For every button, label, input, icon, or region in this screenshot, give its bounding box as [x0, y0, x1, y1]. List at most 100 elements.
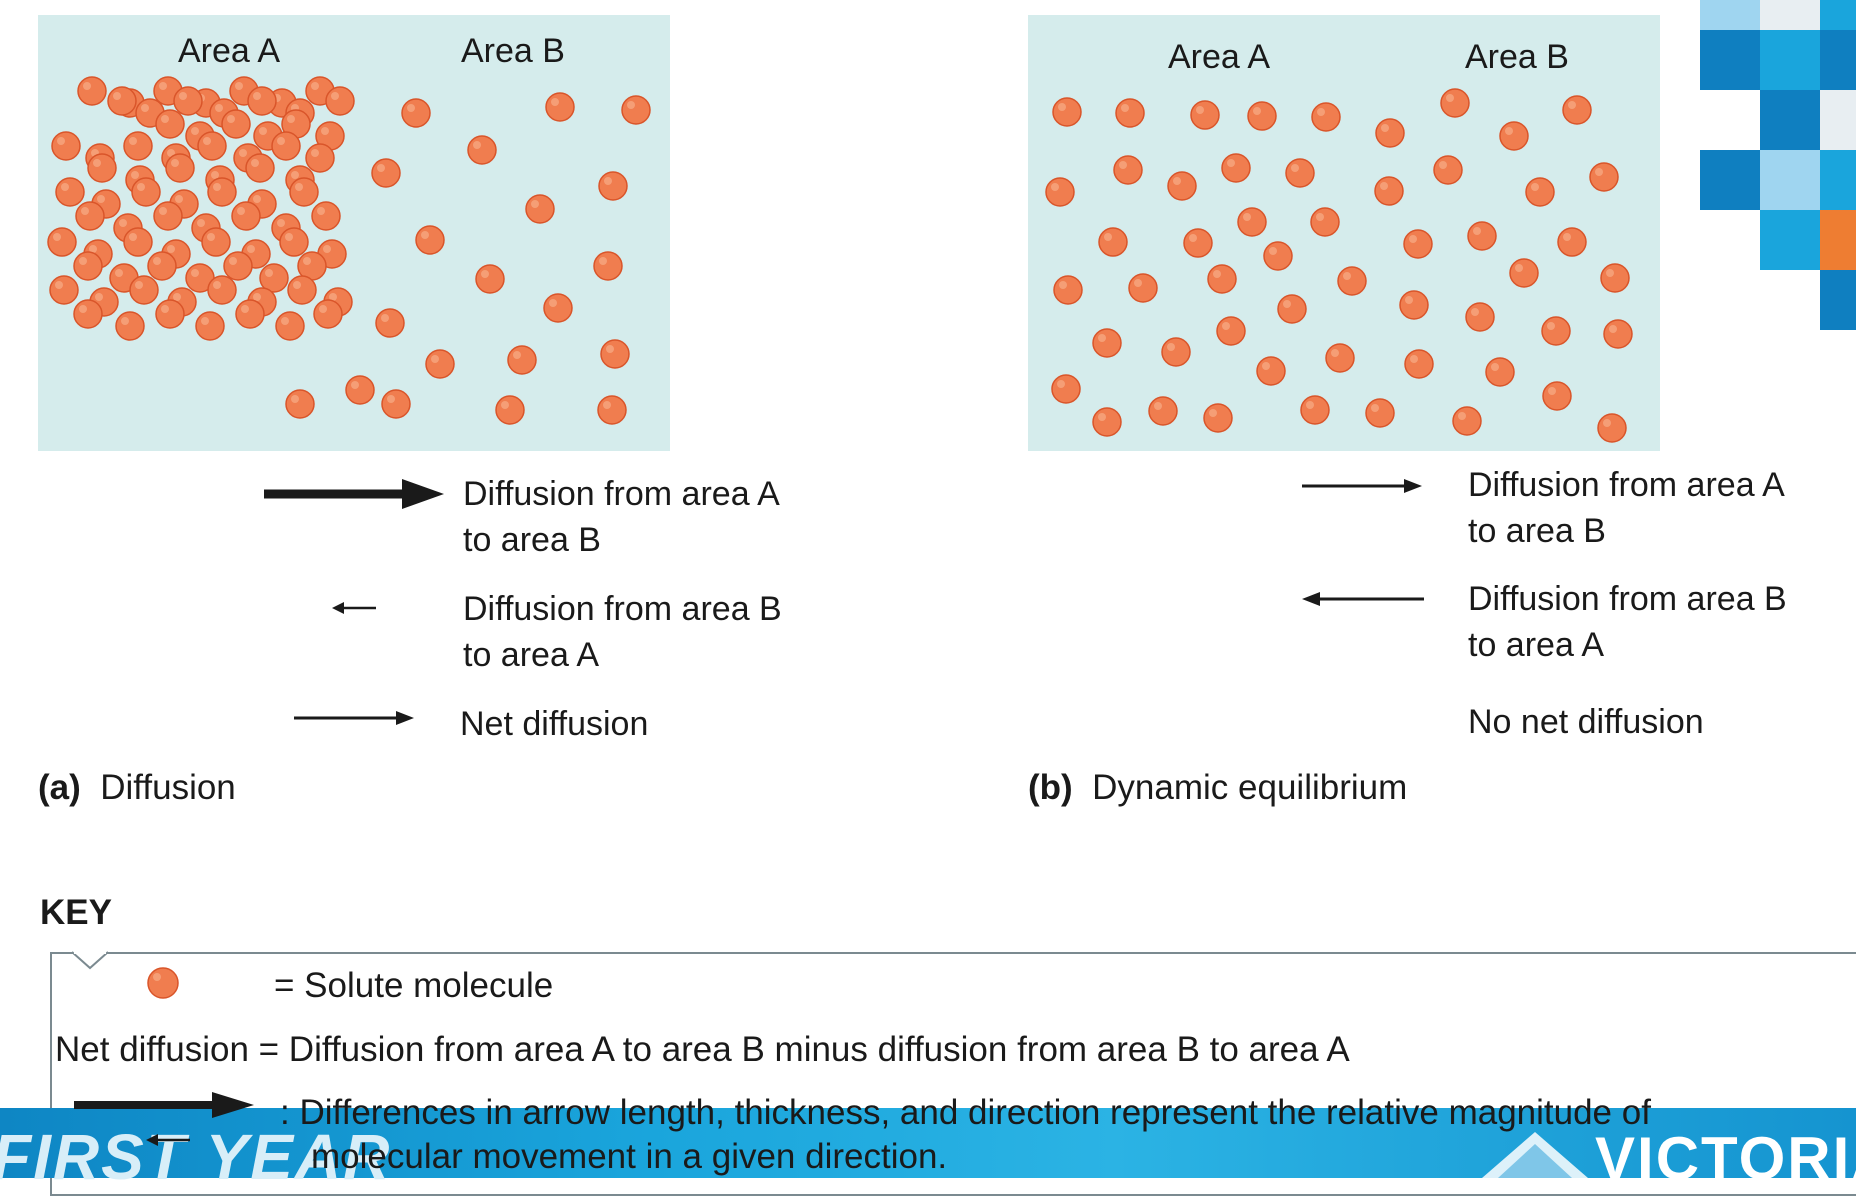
panel-b-legend-ab-line2: to area B: [1468, 512, 1606, 550]
solute-molecule: [107, 86, 137, 116]
solute-molecule: [247, 86, 277, 116]
solute-molecule: [201, 227, 231, 257]
solute-molecule: [415, 225, 445, 255]
solute-molecule: [621, 95, 651, 125]
solute-molecule: [1557, 227, 1587, 257]
solute-molecule: [287, 275, 317, 305]
solute-molecule: [1589, 162, 1619, 192]
solute-molecule: [275, 311, 305, 341]
arrow-net-diffusion: [294, 711, 414, 725]
panel-a-legend-ab-line2: to area B: [463, 521, 601, 559]
panel-a-caption: (a) Diffusion: [38, 768, 236, 808]
solute-molecule: [375, 308, 405, 338]
panel-a-caption-letter: (a): [38, 768, 81, 807]
solute-molecule: [1277, 294, 1307, 324]
solute-molecule: [1098, 227, 1128, 257]
solute-molecule: [1404, 349, 1434, 379]
panel-a-area-b-label: Area B: [461, 32, 565, 70]
key-box-notch: [71, 950, 109, 970]
panel-b-area-b-label: Area B: [1465, 38, 1569, 76]
solute-molecule: [1190, 100, 1220, 130]
solute-molecule: [1542, 381, 1572, 411]
solute-molecule: [129, 275, 159, 305]
panel-b-area-a-label: Area A: [1168, 38, 1271, 76]
solute-molecule: [51, 131, 81, 161]
solute-molecule: [155, 109, 185, 139]
solute-molecule: [235, 299, 265, 329]
solute-molecule: [1256, 356, 1286, 386]
panel-b-caption-letter: (b): [1028, 768, 1073, 807]
panel-a-legend-net: Net diffusion: [460, 705, 649, 743]
solute-molecule: [1325, 343, 1355, 373]
solute-molecule: [507, 345, 537, 375]
solute-molecule: [325, 86, 355, 116]
solute-molecule: [1092, 407, 1122, 437]
panel-a-legend-ba-line2: to area A: [463, 636, 600, 674]
solute-molecule: [1113, 155, 1143, 185]
solute-molecule: [467, 135, 497, 165]
solute-molecule: [1375, 118, 1405, 148]
solute-molecule: [1148, 396, 1178, 426]
solute-molecule: [1161, 337, 1191, 367]
solute-molecule: [195, 311, 225, 341]
panel-b-caption: (b) Dynamic equilibrium: [1028, 768, 1407, 808]
key-solute-molecule-icon: [147, 967, 179, 999]
solute-molecule: [313, 299, 343, 329]
solute-molecule: [55, 177, 85, 207]
key-thick-arrow: [74, 1092, 254, 1118]
key-arrow-note-line1: : Differences in arrow length, thickness…: [280, 1093, 1651, 1132]
solute-molecule: [297, 251, 327, 281]
solute-molecule: [1167, 171, 1197, 201]
solute-molecule: [1465, 302, 1495, 332]
solute-molecule: [87, 153, 117, 183]
solute-molecule: [1300, 395, 1330, 425]
solute-molecule: [1597, 413, 1627, 443]
solute-molecule: [1399, 290, 1429, 320]
solute-molecule: [207, 177, 237, 207]
solute-molecule: [1216, 316, 1246, 346]
solute-molecule: [1365, 398, 1395, 428]
solute-molecule: [165, 153, 195, 183]
solute-molecule: [147, 251, 177, 281]
solute-molecule: [1433, 155, 1463, 185]
decorative-mosaic: [1700, 0, 1856, 330]
solute-molecule: [1247, 101, 1277, 131]
solute-molecule: [1263, 241, 1293, 271]
solute-molecule: [543, 293, 573, 323]
solute-molecule: [1452, 406, 1482, 436]
solute-molecule: [1310, 207, 1340, 237]
solute-molecule: [281, 109, 311, 139]
solute-molecule: [271, 131, 301, 161]
solute-molecule: [371, 158, 401, 188]
solute-molecule: [1562, 95, 1592, 125]
solute-molecule: [115, 311, 145, 341]
solute-molecule: [1499, 121, 1529, 151]
panel-a-caption-text: Diffusion: [100, 768, 236, 807]
solute-molecule: [259, 263, 289, 293]
solute-molecule: [381, 389, 411, 419]
solute-molecule: [155, 299, 185, 329]
solute-molecule: [525, 194, 555, 224]
arrow-thick-a-to-b: [264, 479, 444, 509]
solute-molecule: [305, 143, 335, 173]
solute-molecule: [245, 153, 275, 183]
solute-molecule: [1052, 97, 1082, 127]
solute-molecule: [598, 171, 628, 201]
solute-molecule: [153, 201, 183, 231]
solute-molecule: [173, 86, 203, 116]
solute-molecule: [545, 92, 575, 122]
solute-molecule: [1053, 275, 1083, 305]
solute-molecule: [207, 275, 237, 305]
solute-molecule: [1485, 357, 1515, 387]
panel-b-box: [1028, 15, 1660, 451]
solute-molecule: [231, 201, 261, 231]
solute-molecule: [1183, 228, 1213, 258]
solute-molecule: [1440, 88, 1470, 118]
solute-molecule: [495, 395, 525, 425]
panel-b-caption-text: Dynamic equilibrium: [1092, 768, 1408, 807]
solute-molecule: [311, 201, 341, 231]
solute-molecule: [223, 251, 253, 281]
solute-molecule: [425, 349, 455, 379]
panel-a-legend-ab-line1: Diffusion from area A: [463, 475, 780, 513]
